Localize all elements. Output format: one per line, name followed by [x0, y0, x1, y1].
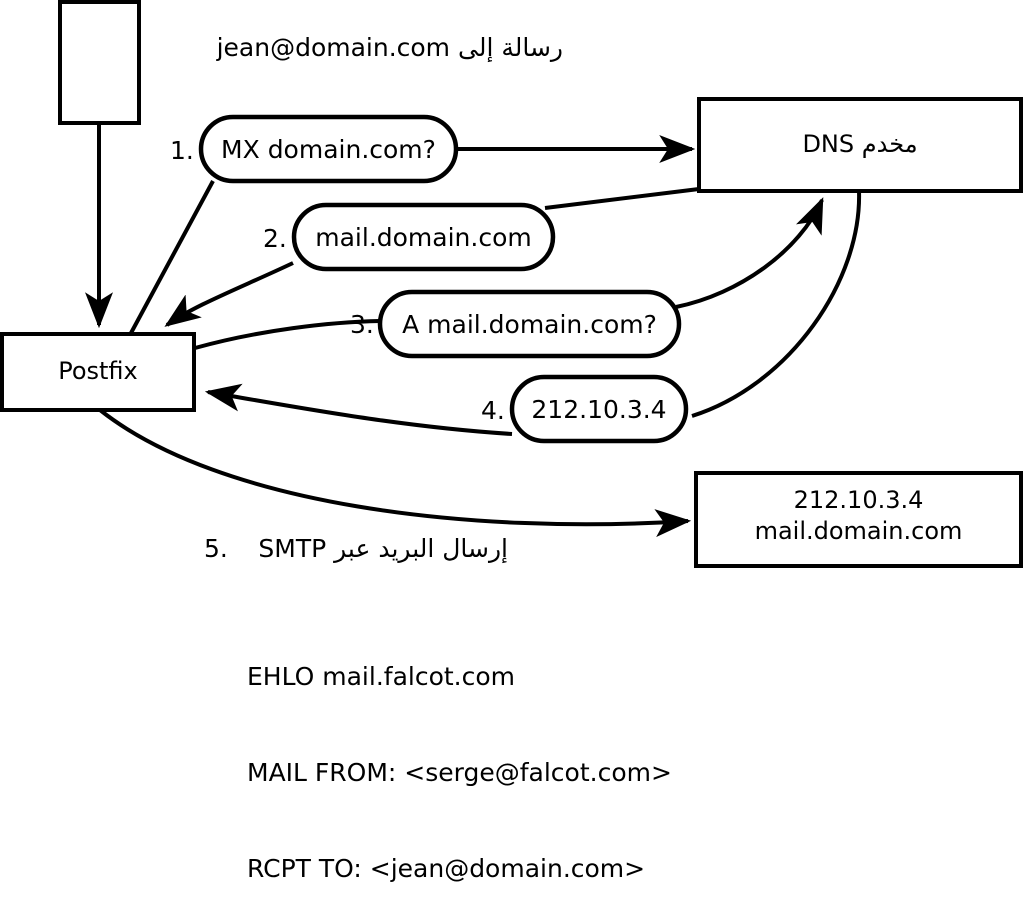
step-4-number: 4.: [481, 396, 505, 425]
step-5-label: إرسال البريد عبر SMTP: [258, 534, 508, 563]
edge-dns-to-bubble2: [544, 187, 700, 210]
dns-box-label: مخدم DNS: [802, 130, 918, 158]
bubble-4-shape: [509, 374, 689, 444]
step-3-label: A mail.domain.com?: [402, 310, 657, 339]
bubble-1-shape: [198, 114, 459, 184]
edge-postfix-to-mailserver: [98, 408, 692, 538]
edge-bubble2-to-postfix: [164, 261, 294, 327]
step-2-label: mail.domain.com: [315, 223, 532, 252]
step-5-number: 5.: [204, 534, 228, 563]
edge-postfix-to-bubble1: [129, 180, 215, 334]
edge-dns-to-bubble4: [691, 190, 862, 418]
bubble-2-shape: [291, 202, 556, 272]
step-2-number: 2.: [263, 224, 287, 253]
step-1-label: MX domain.com?: [221, 135, 436, 164]
edge-bubble4-to-postfix: [204, 383, 513, 436]
transcript-line: EHLO mail.falcot.com: [247, 662, 516, 691]
edge-postfix-to-bubble3: [194, 319, 381, 350]
smtp-transcript: EHLO mail.falcot.com MAIL FROM: <serge@f…: [247, 597, 672, 919]
step-1-number: 1.: [170, 136, 194, 165]
diagram-caption: رسالة إلى jean@domain.com: [216, 33, 563, 62]
step-4-label: 212.10.3.4: [531, 395, 667, 424]
mailserver-box-shape: [694, 471, 1023, 568]
transcript-line: MAIL FROM: <serge@falcot.com>: [247, 758, 672, 787]
client-box-shape: [58, 0, 141, 125]
step-3-number: 3.: [350, 310, 374, 339]
postfix-box-label: Postfix: [58, 357, 138, 385]
mailserver-box-line1: 212.10.3.4: [793, 486, 924, 514]
mailserver-box-line2: mail.domain.com: [754, 517, 963, 545]
edge-bubble3-to-dns: [675, 197, 824, 309]
bubble-3-shape: [377, 289, 682, 359]
transcript-line: RCPT TO: <jean@domain.com>: [247, 854, 646, 883]
postfix-box-shape: [0, 332, 196, 412]
